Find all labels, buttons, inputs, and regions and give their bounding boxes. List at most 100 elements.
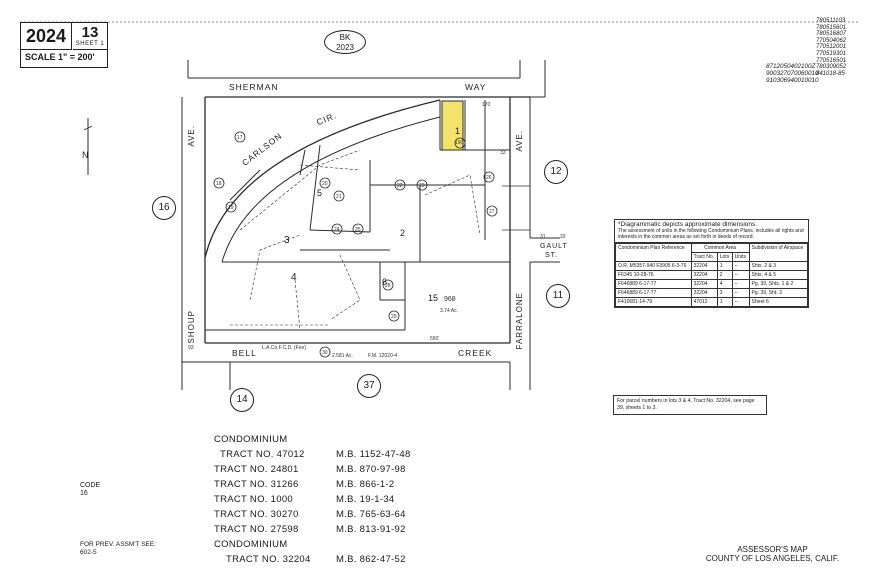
code-line: 780511103 bbox=[816, 18, 846, 24]
fm-reference: F.M. 12020-4 bbox=[368, 353, 398, 359]
code-line: 780515601 bbox=[816, 24, 847, 31]
map-book-ref: M.B. 862-47-52 bbox=[336, 554, 406, 565]
parcel-20: 20 bbox=[322, 181, 328, 187]
col-tract: Tract No. bbox=[690, 252, 718, 262]
map-book-ref: M.B. 19-1-34 bbox=[336, 494, 395, 505]
tract-label: TRACT NO. 24801 bbox=[214, 464, 299, 475]
bk-label: BK bbox=[339, 33, 351, 42]
lot-6: 6 bbox=[382, 277, 388, 287]
code-line: 770504062 bbox=[816, 37, 847, 44]
assessor-county: COUNTY OF LOS ANGELES, CALIF. bbox=[705, 554, 840, 563]
code-line: 841018-85 bbox=[816, 70, 845, 77]
cell: 32204 bbox=[690, 288, 718, 298]
code-line: 770519301 bbox=[816, 50, 847, 57]
code-value: 16 bbox=[80, 490, 88, 497]
north-arrow-label: N bbox=[82, 150, 89, 160]
page-number: 13 bbox=[81, 24, 99, 41]
cell: Shts. 4 & 5 bbox=[748, 270, 809, 280]
parcel-30-acreage: 2.581 Ac. bbox=[332, 353, 353, 359]
cell: Sheet 6 bbox=[748, 297, 809, 307]
dimension-550: 550' bbox=[430, 336, 440, 342]
revision-codes-2: 8712050402100Z 900327070060010 910306940… bbox=[766, 63, 819, 84]
parcel-27: 27 bbox=[489, 209, 495, 215]
street-creek: CREEK bbox=[458, 348, 493, 358]
map-book-ref: M.B. 813-91-92 bbox=[336, 524, 406, 535]
cell: 32204 bbox=[690, 279, 718, 289]
table-row: F410681-14-79 47012 1 -- Sheet 6 bbox=[615, 297, 809, 307]
parcel-23: 23 bbox=[419, 183, 425, 189]
condo-table-grid: Condominium Plan Reference Common Area S… bbox=[615, 243, 809, 307]
street-gault: GAULT bbox=[540, 243, 568, 250]
parcel-33: 33 bbox=[500, 150, 506, 156]
cell: -- bbox=[731, 297, 750, 307]
table-row: F646889 6-17-77 32204 4 -- Pg. 39, Shts.… bbox=[615, 279, 809, 289]
cell: F6345 10-28-76 bbox=[615, 270, 692, 280]
cell: -- bbox=[731, 279, 750, 289]
parcel-19: 19 bbox=[228, 205, 234, 211]
street-shoup: SHOUP bbox=[187, 310, 196, 344]
assessor-footer: ASSESSOR'S MAP COUNTY OF LOS ANGELES, CA… bbox=[700, 545, 845, 563]
parcel-24: 24 bbox=[334, 227, 340, 233]
street-shoup-ave: AVE. bbox=[187, 125, 196, 147]
code-block: CODE 16 bbox=[80, 482, 100, 498]
sheet-label: SHEET 1 bbox=[75, 41, 105, 47]
table-row: F6345 10-28-76 32204 2 -- Shts. 4 & 5 bbox=[615, 270, 809, 280]
parcel-21: 21 bbox=[336, 194, 342, 200]
code-line: 770516501 bbox=[816, 57, 847, 64]
map-header-box: 2024 13 SHEET 1 SCALE 1" = 200' bbox=[20, 22, 108, 68]
parcel-22: 22 bbox=[397, 183, 403, 189]
cell: -- bbox=[731, 288, 750, 298]
col-plan-ref: Condominium Plan Reference bbox=[615, 243, 692, 262]
flood-control-label: L.A.Co.F.C.D. (Fee) bbox=[262, 345, 306, 351]
parcel-25: 25 bbox=[355, 227, 361, 233]
map-book-ref: M.B. 870-97-98 bbox=[336, 464, 406, 475]
parcel-31: 31 bbox=[540, 234, 546, 240]
street-way: WAY bbox=[465, 82, 487, 92]
lot-4: 4 bbox=[291, 272, 297, 283]
tract-label: TRACT NO. 30270 bbox=[214, 509, 299, 520]
cell: 32204 bbox=[690, 270, 718, 280]
page-number-box: 13 SHEET 1 bbox=[73, 23, 107, 50]
lot-5: 5 bbox=[317, 188, 323, 198]
dimension-93: 93 bbox=[188, 345, 194, 351]
col-units: Units bbox=[731, 252, 750, 262]
tract-label: TRACT NO. 27598 bbox=[214, 524, 299, 535]
code-line: 780309052 bbox=[816, 64, 847, 71]
assessor-title: ASSESSOR'S MAP bbox=[737, 545, 808, 554]
col-lots: Lots bbox=[716, 252, 733, 262]
parcel-28: 28 bbox=[385, 283, 391, 289]
street-farralone: FARRALONE bbox=[515, 292, 524, 350]
lot-15: 15 bbox=[428, 293, 439, 303]
cell: F410681-14-79 bbox=[615, 297, 692, 307]
scale-label: SCALE 1" = 200' bbox=[25, 52, 95, 62]
street-bell: BELL bbox=[232, 348, 257, 358]
condominium-plan-table: *Diagrammatic depicts approximate dimens… bbox=[614, 219, 809, 308]
lot-1-highlighted: 1 bbox=[455, 126, 461, 136]
parcel-number-note: For parcel numbers in lots 3 & 4, Tract … bbox=[613, 395, 767, 415]
cell: Pg. 39, Shts. 1 & 2 bbox=[748, 279, 809, 289]
book-number: 2024 bbox=[21, 23, 72, 50]
adjacent-page-south: 37 bbox=[357, 374, 381, 398]
cell: 47012 bbox=[690, 297, 718, 307]
code-line: 900327070060010 bbox=[766, 70, 819, 77]
table-row: F646889 6-17-77 32204 3 -- Pg. 39, Sht. … bbox=[615, 288, 809, 298]
cell: O.R. M5357-940 F3905 6-3-76 bbox=[615, 261, 692, 271]
map-book-ref: M.B. 866-1-2 bbox=[336, 479, 395, 490]
parcel-18: 18 bbox=[216, 181, 222, 187]
book-reference-circle: BK 2023 bbox=[324, 30, 366, 54]
code-line: 780516807 bbox=[816, 31, 847, 38]
cell: 2 bbox=[716, 270, 733, 280]
parcel-26: 26 bbox=[486, 175, 492, 181]
adjacent-page-east-top: 12 bbox=[544, 160, 568, 184]
table-row: O.R. M5357-940 F3905 6-3-76 32204 1 -- S… bbox=[615, 261, 809, 271]
cell: -- bbox=[731, 261, 750, 271]
adjacent-page-east-bottom: 11 bbox=[546, 284, 570, 308]
tract-label: TRACT NO. 31266 bbox=[214, 479, 299, 490]
street-sherman: SHERMAN bbox=[229, 82, 279, 92]
lot-15-acreage: 3.74 Ac. bbox=[440, 308, 459, 314]
lot-2: 2 bbox=[400, 228, 406, 238]
lot-3: 3 bbox=[284, 235, 290, 246]
cell: 4 bbox=[716, 279, 733, 289]
cell: 1 bbox=[716, 297, 733, 307]
